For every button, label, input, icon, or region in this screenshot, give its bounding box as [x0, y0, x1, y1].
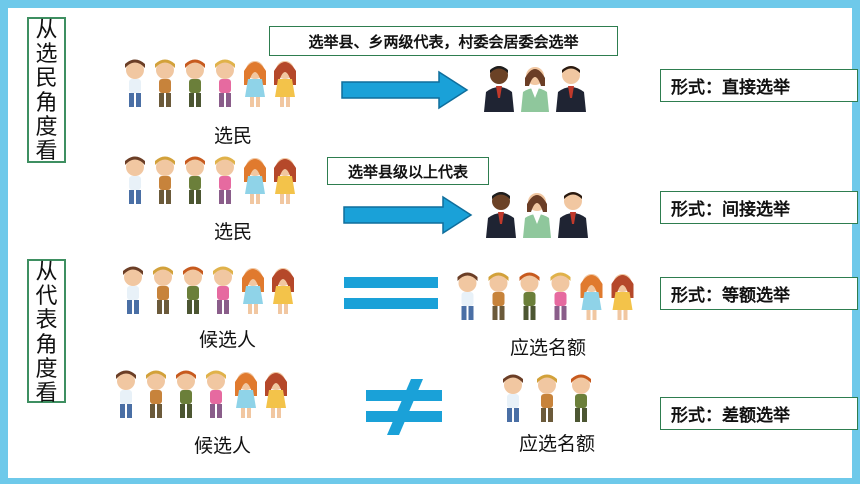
form-direct-election: 形式：直接选举 [660, 69, 858, 102]
child-icon [116, 370, 136, 418]
child-icon [519, 272, 540, 320]
label-voters-row1: 选民 [214, 125, 253, 147]
child-icon [206, 370, 226, 418]
child-icon [153, 266, 173, 314]
child-icon [244, 61, 266, 107]
label-quota-row4: 应选名额 [519, 433, 596, 455]
people-group-voters-row1 [120, 57, 300, 109]
child-icon [176, 370, 196, 418]
child-icon [155, 59, 175, 107]
child-icon [155, 156, 175, 204]
child-icon [235, 372, 257, 418]
people-group-candidates-row4 [111, 368, 291, 420]
people-group-quota-row4 [496, 372, 598, 424]
arrow-right-icon [343, 195, 473, 235]
label-candidates-row4: 候选人 [194, 435, 252, 457]
people-group-candidates-row3 [118, 264, 298, 316]
child-icon [265, 372, 287, 418]
businesswoman-icon [521, 67, 549, 112]
form-equal-election: 形式：等额选举 [660, 277, 858, 310]
child-icon [457, 272, 478, 320]
people-group-quota-row3 [452, 270, 638, 322]
child-icon [215, 156, 235, 204]
child-icon [537, 374, 557, 422]
businessman-icon [486, 192, 516, 238]
businessman-icon [556, 66, 586, 112]
child-icon [274, 61, 296, 107]
child-icon [185, 59, 205, 107]
child-icon [183, 266, 203, 314]
child-icon [125, 59, 145, 107]
side-label-voter-perspective: 从选民角度看 [27, 17, 66, 164]
representatives-group-row1 [481, 64, 589, 112]
child-icon [244, 158, 266, 204]
label-candidates-row3: 候选人 [199, 329, 257, 351]
equals-sign-icon [344, 277, 438, 309]
businesswoman-icon [523, 193, 551, 238]
child-icon [242, 268, 264, 314]
child-icon [550, 272, 571, 320]
child-icon [213, 266, 233, 314]
businessman-icon [558, 192, 588, 238]
child-icon [146, 370, 166, 418]
child-icon [503, 374, 523, 422]
child-icon [215, 59, 235, 107]
form-indirect-election: 形式：间接选举 [660, 191, 858, 224]
people-group-voters-row2 [120, 154, 300, 206]
child-icon [123, 266, 143, 314]
child-icon [571, 374, 591, 422]
label-quota-row3: 应选名额 [510, 337, 587, 359]
note-direct-scope: 选举县、乡两级代表，村委会居委会选举 [269, 26, 618, 56]
note-indirect-scope: 选举县级以上代表 [327, 157, 489, 185]
representatives-group-row2 [483, 190, 591, 238]
child-icon [185, 156, 205, 204]
not-equal-sign-icon [366, 379, 442, 435]
child-icon [488, 272, 509, 320]
label-voters-row2: 选民 [214, 221, 253, 243]
child-icon [125, 156, 145, 204]
child-icon [274, 158, 296, 204]
side-label-representative-perspective: 从代表角度看 [27, 259, 66, 406]
child-icon [580, 274, 603, 320]
form-differential-election: 形式：差额选举 [660, 397, 858, 430]
child-icon [272, 268, 294, 314]
businessman-icon [484, 66, 514, 112]
arrow-right-icon [341, 70, 469, 110]
child-icon [611, 274, 634, 320]
